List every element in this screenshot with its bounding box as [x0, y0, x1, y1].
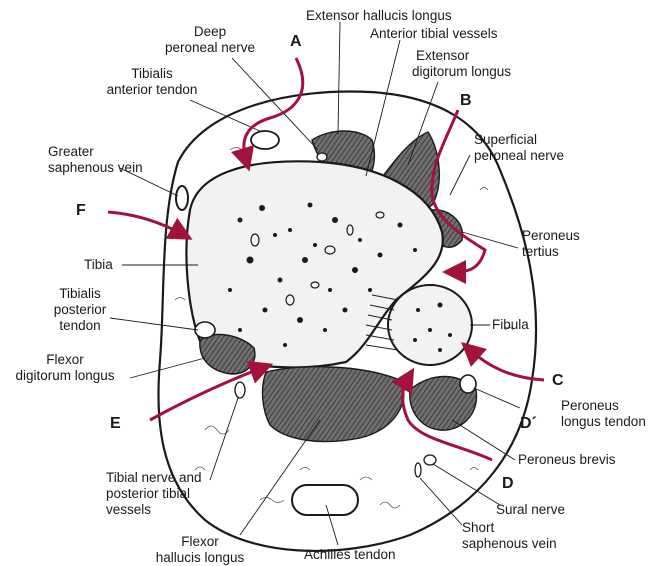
label-flexor-digitorum-longus: Flexor digitorum longus — [4, 352, 126, 384]
label-sural-nerve: Sural nerve — [496, 502, 565, 518]
deep-peroneal-nerve-shape — [317, 153, 327, 161]
label-tibial-nerve-and-posterior-tibial-vessels: Tibial nerve and posterior tibial vessel… — [106, 470, 202, 518]
label-tibialis-anterior-tendon: Tibialis anterior tendon — [92, 66, 212, 98]
portal-letter-d-prime: D´ — [520, 415, 537, 433]
label-anterior-tibial-vessels: Anterior tibial vessels — [370, 26, 498, 42]
portal-letter-e: E — [110, 415, 121, 433]
peroneus-longus-tendon-shape — [460, 375, 476, 393]
label-tibia: Tibia — [84, 257, 113, 273]
label-extensor-hallucis-longus: Extensor hallucis longus — [306, 8, 452, 24]
portal-letter-f: F — [76, 202, 86, 220]
label-tibialis-posterior-tendon: Tibialis posterior tendon — [44, 286, 116, 334]
tibialis-anterior-tendon — [251, 131, 279, 149]
portal-letter-b: B — [460, 92, 472, 110]
portal-letter-c: C — [552, 372, 564, 390]
label-superficial-peroneal-nerve: Superficial peroneal nerve — [474, 132, 564, 164]
fibula-bone — [388, 285, 472, 365]
label-fibula: Fibula — [492, 317, 529, 333]
label-peroneus-brevis: Peroneus brevis — [518, 452, 616, 468]
label-short-saphenous-vein: Short saphenous vein — [462, 520, 557, 552]
label-deep-peroneal-nerve: Deep peroneal nerve — [152, 24, 268, 56]
label-extensor-digitorum-longus: Extensor digitorum longus — [412, 48, 511, 80]
greater-saphenous-vein-shape — [176, 186, 188, 210]
label-peroneus-tertius: Peroneus tertius — [522, 228, 580, 260]
portal-letter-a: A — [290, 33, 302, 51]
short-saphenous-vein-shape — [415, 463, 421, 477]
label-peroneus-longus-tendon: Peroneus longus tendon — [561, 398, 646, 430]
posterior-tibial-vessels-shape — [235, 382, 245, 398]
achilles-tendon-shape — [292, 485, 358, 515]
label-achilles-tendon: Achilles tendon — [304, 547, 396, 563]
portal-letter-d: D — [502, 475, 514, 493]
label-greater-saphenous-vein: Greater saphenous vein — [48, 144, 143, 176]
sural-nerve-shape — [424, 455, 436, 465]
label-flexor-hallucis-longus: Flexor hallucis longus — [140, 534, 260, 566]
